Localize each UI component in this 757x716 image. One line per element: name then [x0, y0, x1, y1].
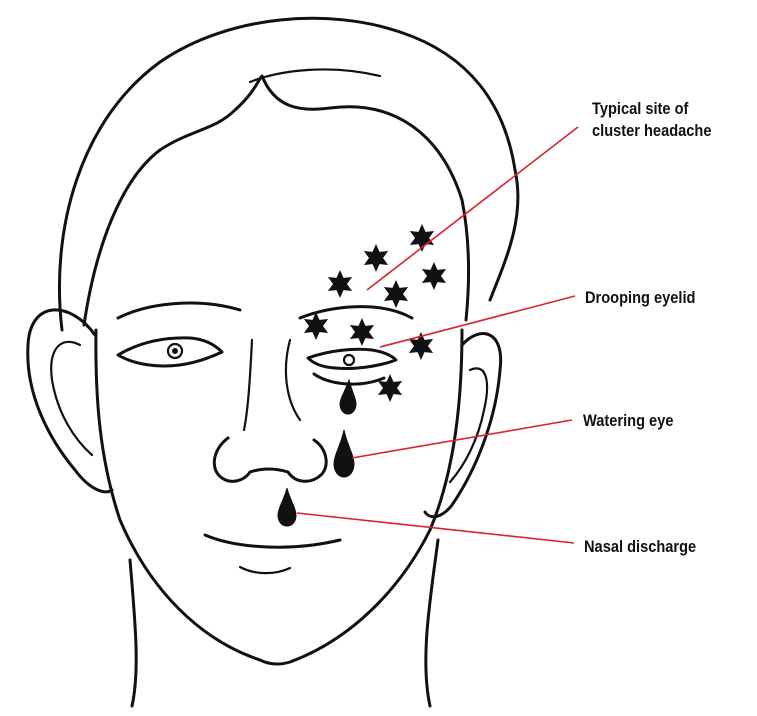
six-point-star-icon	[350, 318, 374, 346]
six-point-star-icon	[328, 270, 352, 298]
right-eye-pupil	[344, 355, 354, 365]
lower-lip	[240, 567, 290, 573]
six-point-star-icon	[422, 262, 446, 290]
six-point-star-icon	[384, 280, 408, 308]
right-cheek-line	[286, 340, 300, 420]
tear-drop-large-icon	[334, 430, 354, 477]
left-eye-pupil-dot	[173, 349, 178, 354]
label-cluster-line2: cluster headache	[592, 120, 711, 142]
left-ear	[28, 310, 112, 492]
six-point-star-icon	[364, 244, 388, 272]
left-ear-inner	[51, 342, 92, 455]
label-cluster-line1: Typical site of	[592, 98, 711, 120]
label-cluster-headache-site: Typical site of cluster headache	[592, 98, 711, 142]
right-eye-outline	[308, 349, 396, 368]
nose-bridge	[244, 340, 252, 430]
label-watering-eye: Watering eye	[583, 410, 673, 432]
nasal-drop-icon	[278, 488, 296, 526]
neck-left	[130, 560, 136, 706]
hairline	[84, 76, 469, 325]
label-drooping-eyelid: Drooping eyelid	[585, 287, 695, 309]
hair-outline	[59, 18, 518, 330]
left-eye-outline	[118, 338, 222, 366]
leader-line-cluster-site	[367, 127, 578, 290]
left-eyebrow	[118, 303, 240, 318]
neck-right	[426, 540, 438, 706]
hair-inner-curve	[250, 69, 380, 82]
mouth	[205, 535, 340, 547]
leader-line-watering-eye	[352, 420, 572, 458]
face-left-contour	[96, 330, 260, 660]
nose-base	[214, 438, 326, 481]
pain-marker-group	[304, 224, 446, 402]
label-nasal-discharge: Nasal discharge	[584, 536, 696, 558]
leader-line-drooping-eyelid	[380, 296, 575, 347]
